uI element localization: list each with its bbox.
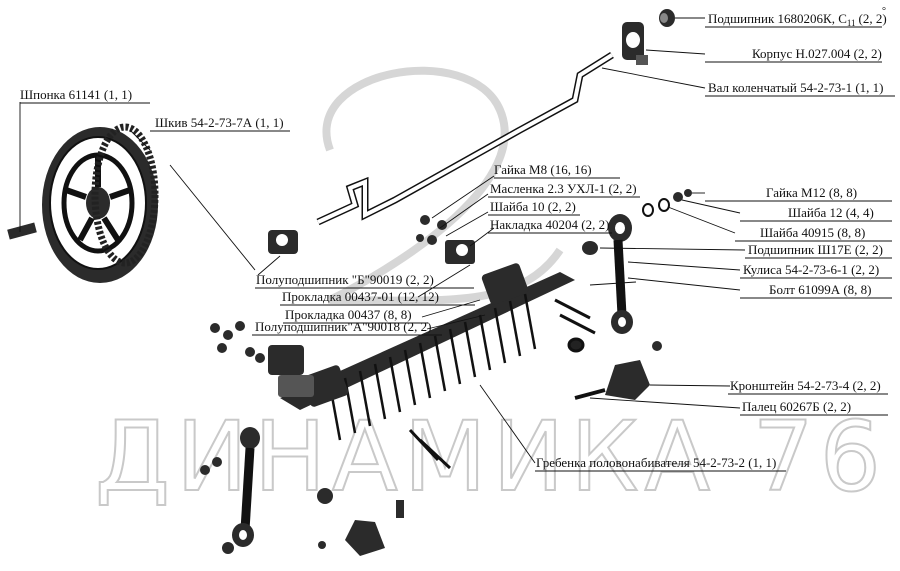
label-polupodshipnik-a: Полуподшипник"А"90018 (2, 2) [255,319,431,334]
label-kulisa: Кулиса 54-2-73-6-1 (2, 2) [743,262,879,277]
label-prokladka: Прокладка 00437 (8, 8) [285,307,412,322]
label-palets: Палец 60267Б (2, 2) [742,399,851,414]
label-maslenka: Масленка 2.3 УХЛ-1 (2, 2) [490,181,637,196]
connecting-rod-left-part [200,427,260,554]
fastener-cluster-left [210,321,314,397]
label-podshipnik-sh17e: Подшипник Ш17Е (2, 2) [748,242,883,257]
label-shponka: Шпонка 61141 (1, 1) [20,87,132,102]
key-part [7,222,37,240]
bracket-bottom-part [317,488,404,556]
label-shayba-40915: Шайба 40915 (8, 8) [760,225,865,240]
connecting-rod-right-part [608,214,633,334]
label-val: Вал коленчатый 54-2-73-1 (1, 1) [708,80,883,95]
label-podshipnik-1680206: Подшипник 1680206К, С11(2, 2) [708,11,887,28]
label-korpus: Корпус Н.027.004 (2, 2) [752,46,882,61]
fastener-cluster-right [642,189,692,217]
housing-part [622,22,648,65]
watermark-text: ДИНАМИКА 76 [95,401,887,513]
pulley-part [42,123,159,283]
fastener-cluster-center [416,215,598,264]
label-bolt: Болт 61099А (8, 8) [769,282,872,297]
bracket-right-part [574,341,662,400]
label-polupodshipnik-b: Полуподшипник "Б"90019 (2, 2) [256,272,434,287]
label-prokladka-01: Прокладка 00437-01 (12, 12) [282,289,439,304]
watermark-swirl [322,66,564,305]
crankshaft-part [316,52,614,226]
label-shayba-10: Шайба 10 (2, 2) [490,199,576,214]
label-shkiv: Шкив 54-2-73-7А (1, 1) [155,115,284,130]
label-gayka-m8: Гайка М8 (16, 16) [494,162,592,177]
half-bearing-b-part [268,230,298,254]
comb-teeth [328,293,537,441]
label-kronshteyn: Кронштейн 54-2-73-4 (2, 2) [730,378,881,393]
label-gayka-m12: Гайка М12 (8, 8) [766,185,857,200]
label-grebenka: Гребенка половонабивателя 54-2-73-2 (1, … [536,455,776,470]
comb-beam-part [280,263,575,441]
leader-lines [19,17,746,464]
bearing-1680206-part [659,9,675,27]
bolts-under-comb [408,298,596,470]
label-shayba-12: Шайба 12 (4, 4) [788,205,874,220]
corner-mark: ° [882,6,886,17]
label-nakladka: Накладка 40204 (2, 2) [490,217,609,232]
